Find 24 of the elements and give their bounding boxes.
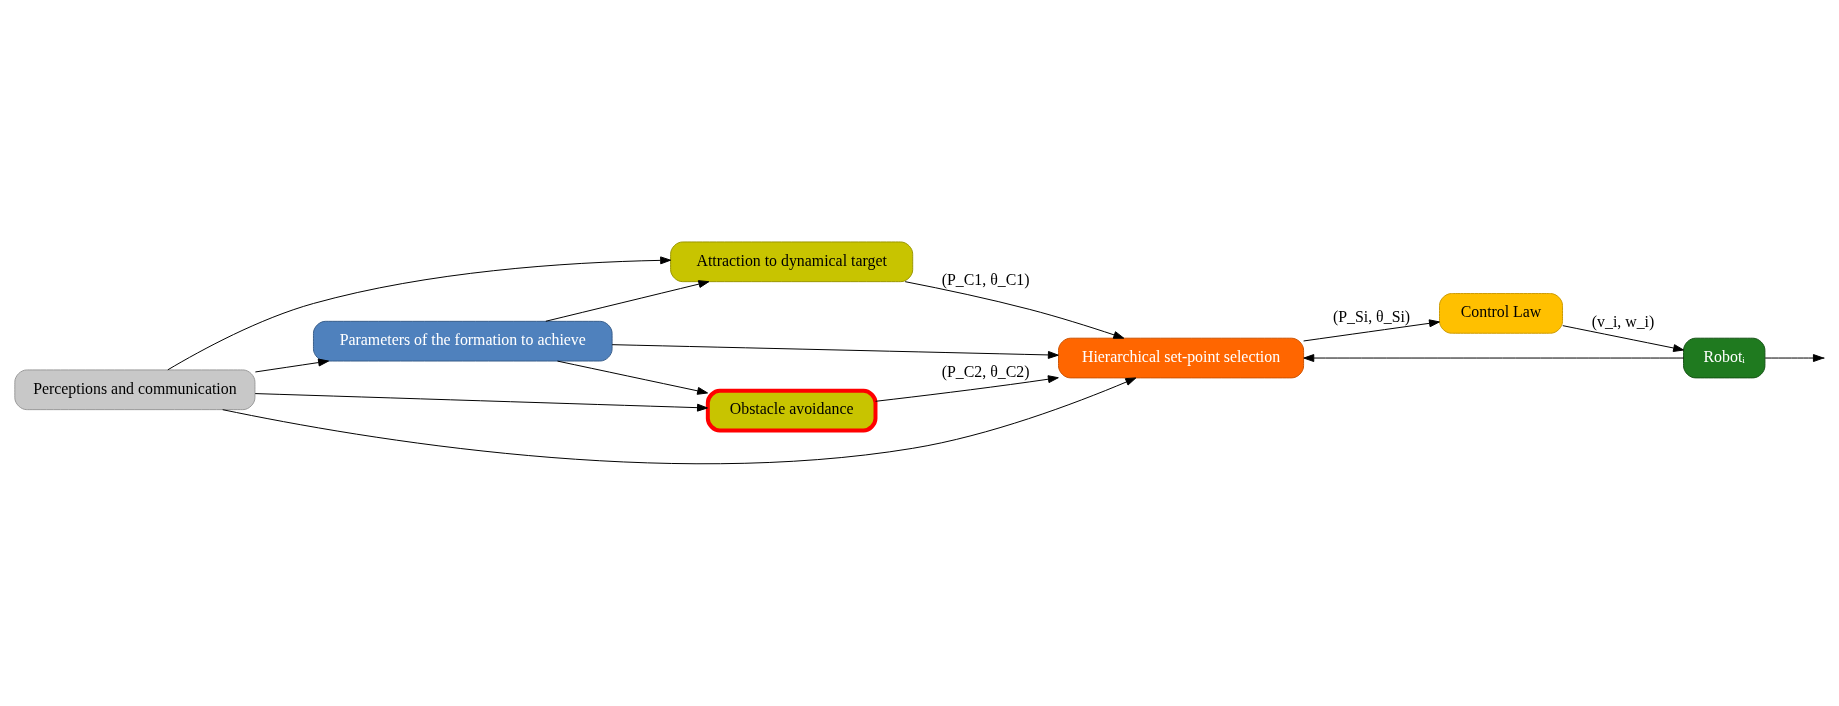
edge-label: (P_C2, θ_C2)	[941, 362, 1030, 380]
arrow	[875, 375, 1059, 402]
arrow	[254, 393, 708, 412]
arrow	[1764, 354, 1824, 362]
arrow	[1303, 354, 1685, 362]
arrow	[904, 281, 1125, 339]
node-box: Hierarchical set-point selection	[1058, 337, 1305, 379]
arrow	[611, 344, 1059, 359]
arrow	[556, 360, 709, 395]
node-box: Attraction to dynamical target	[670, 241, 914, 283]
arrow	[222, 377, 1137, 465]
node-box: Control Law	[1439, 293, 1563, 334]
arrow	[254, 358, 330, 373]
edge-label: (P_C1, θ_C1)	[941, 271, 1030, 289]
arrow	[167, 256, 672, 371]
edge-label: (v_i, w_i)	[1591, 313, 1655, 331]
node-box: Parameters of the formation to achieve	[312, 320, 613, 362]
node-box: Obstacle avoidance	[705, 388, 878, 433]
edge-label: (P_Si, θ_Si)	[1332, 308, 1411, 326]
node-box: Robotᵢ	[1683, 337, 1766, 379]
node-box: Perceptions and communication	[14, 369, 256, 411]
arrow	[1303, 319, 1440, 342]
arrow	[545, 280, 710, 322]
arrow	[1562, 325, 1685, 352]
